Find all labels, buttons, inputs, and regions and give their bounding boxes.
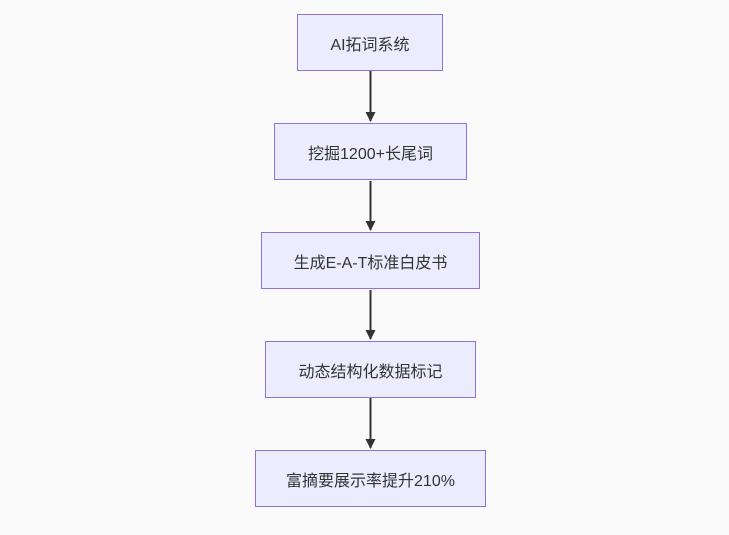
flow-node-eat-whitepaper: 生成E-A-T标准白皮书 <box>261 232 480 289</box>
flow-node-longtail-mining: 挖掘1200+长尾词 <box>274 123 467 180</box>
flow-node-ai-word-expansion: AI拓词系统 <box>297 14 443 71</box>
flow-node-structured-data-markup: 动态结构化数据标记 <box>265 341 476 398</box>
flow-node-rich-snippet-result: 富摘要展示率提升210% <box>255 450 486 507</box>
